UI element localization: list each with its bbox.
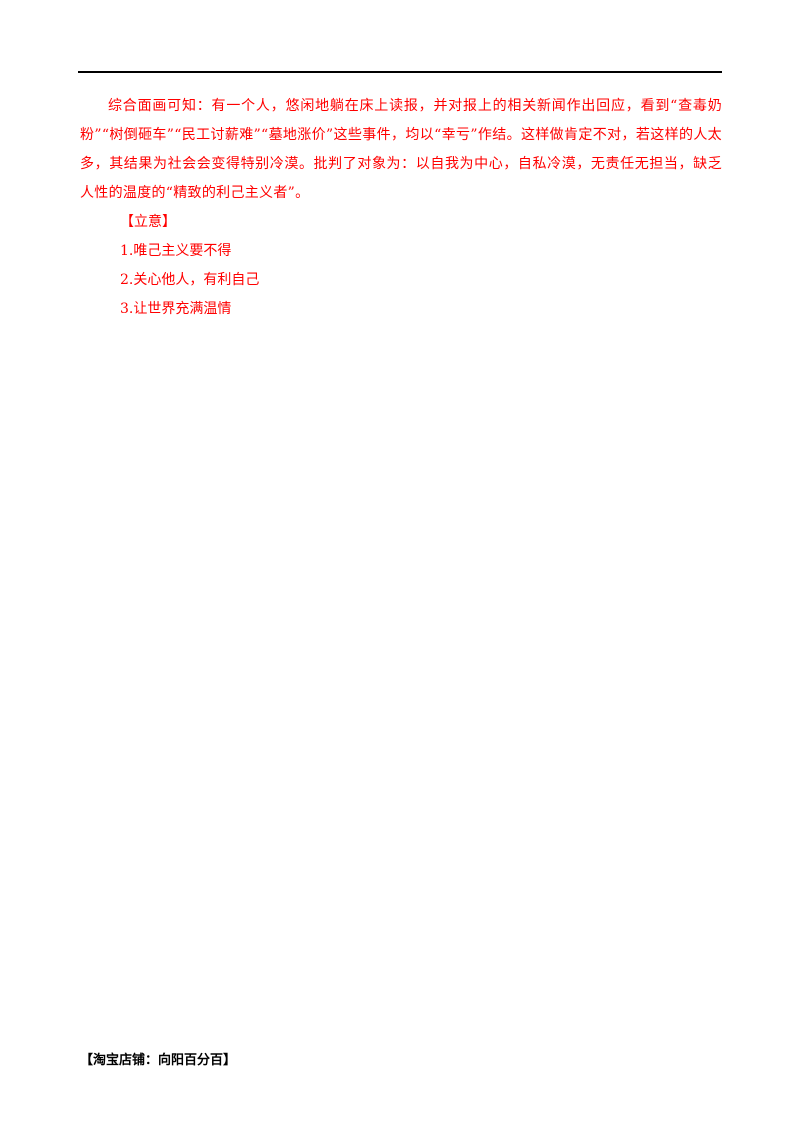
section-heading: 【立意】 (120, 214, 176, 230)
document-body: 综合面画可知：有一个人，悠闲地躺在床上读报，并对报上的相关新闻作出回应，看到“查… (80, 92, 722, 324)
footer-shop-label: 【淘宝店铺：向阳百分百】 (80, 1053, 237, 1068)
point-item-3: 3.让世界充满温情 (120, 301, 232, 317)
point-item-1: 1.唯己主义要不得 (120, 243, 232, 259)
point-item-2: 2.关心他人，有利自己 (120, 272, 260, 288)
analysis-paragraph: 综合面画可知：有一个人，悠闲地躺在床上读报，并对报上的相关新闻作出回应，看到“查… (80, 98, 722, 201)
header-rule (78, 71, 722, 73)
